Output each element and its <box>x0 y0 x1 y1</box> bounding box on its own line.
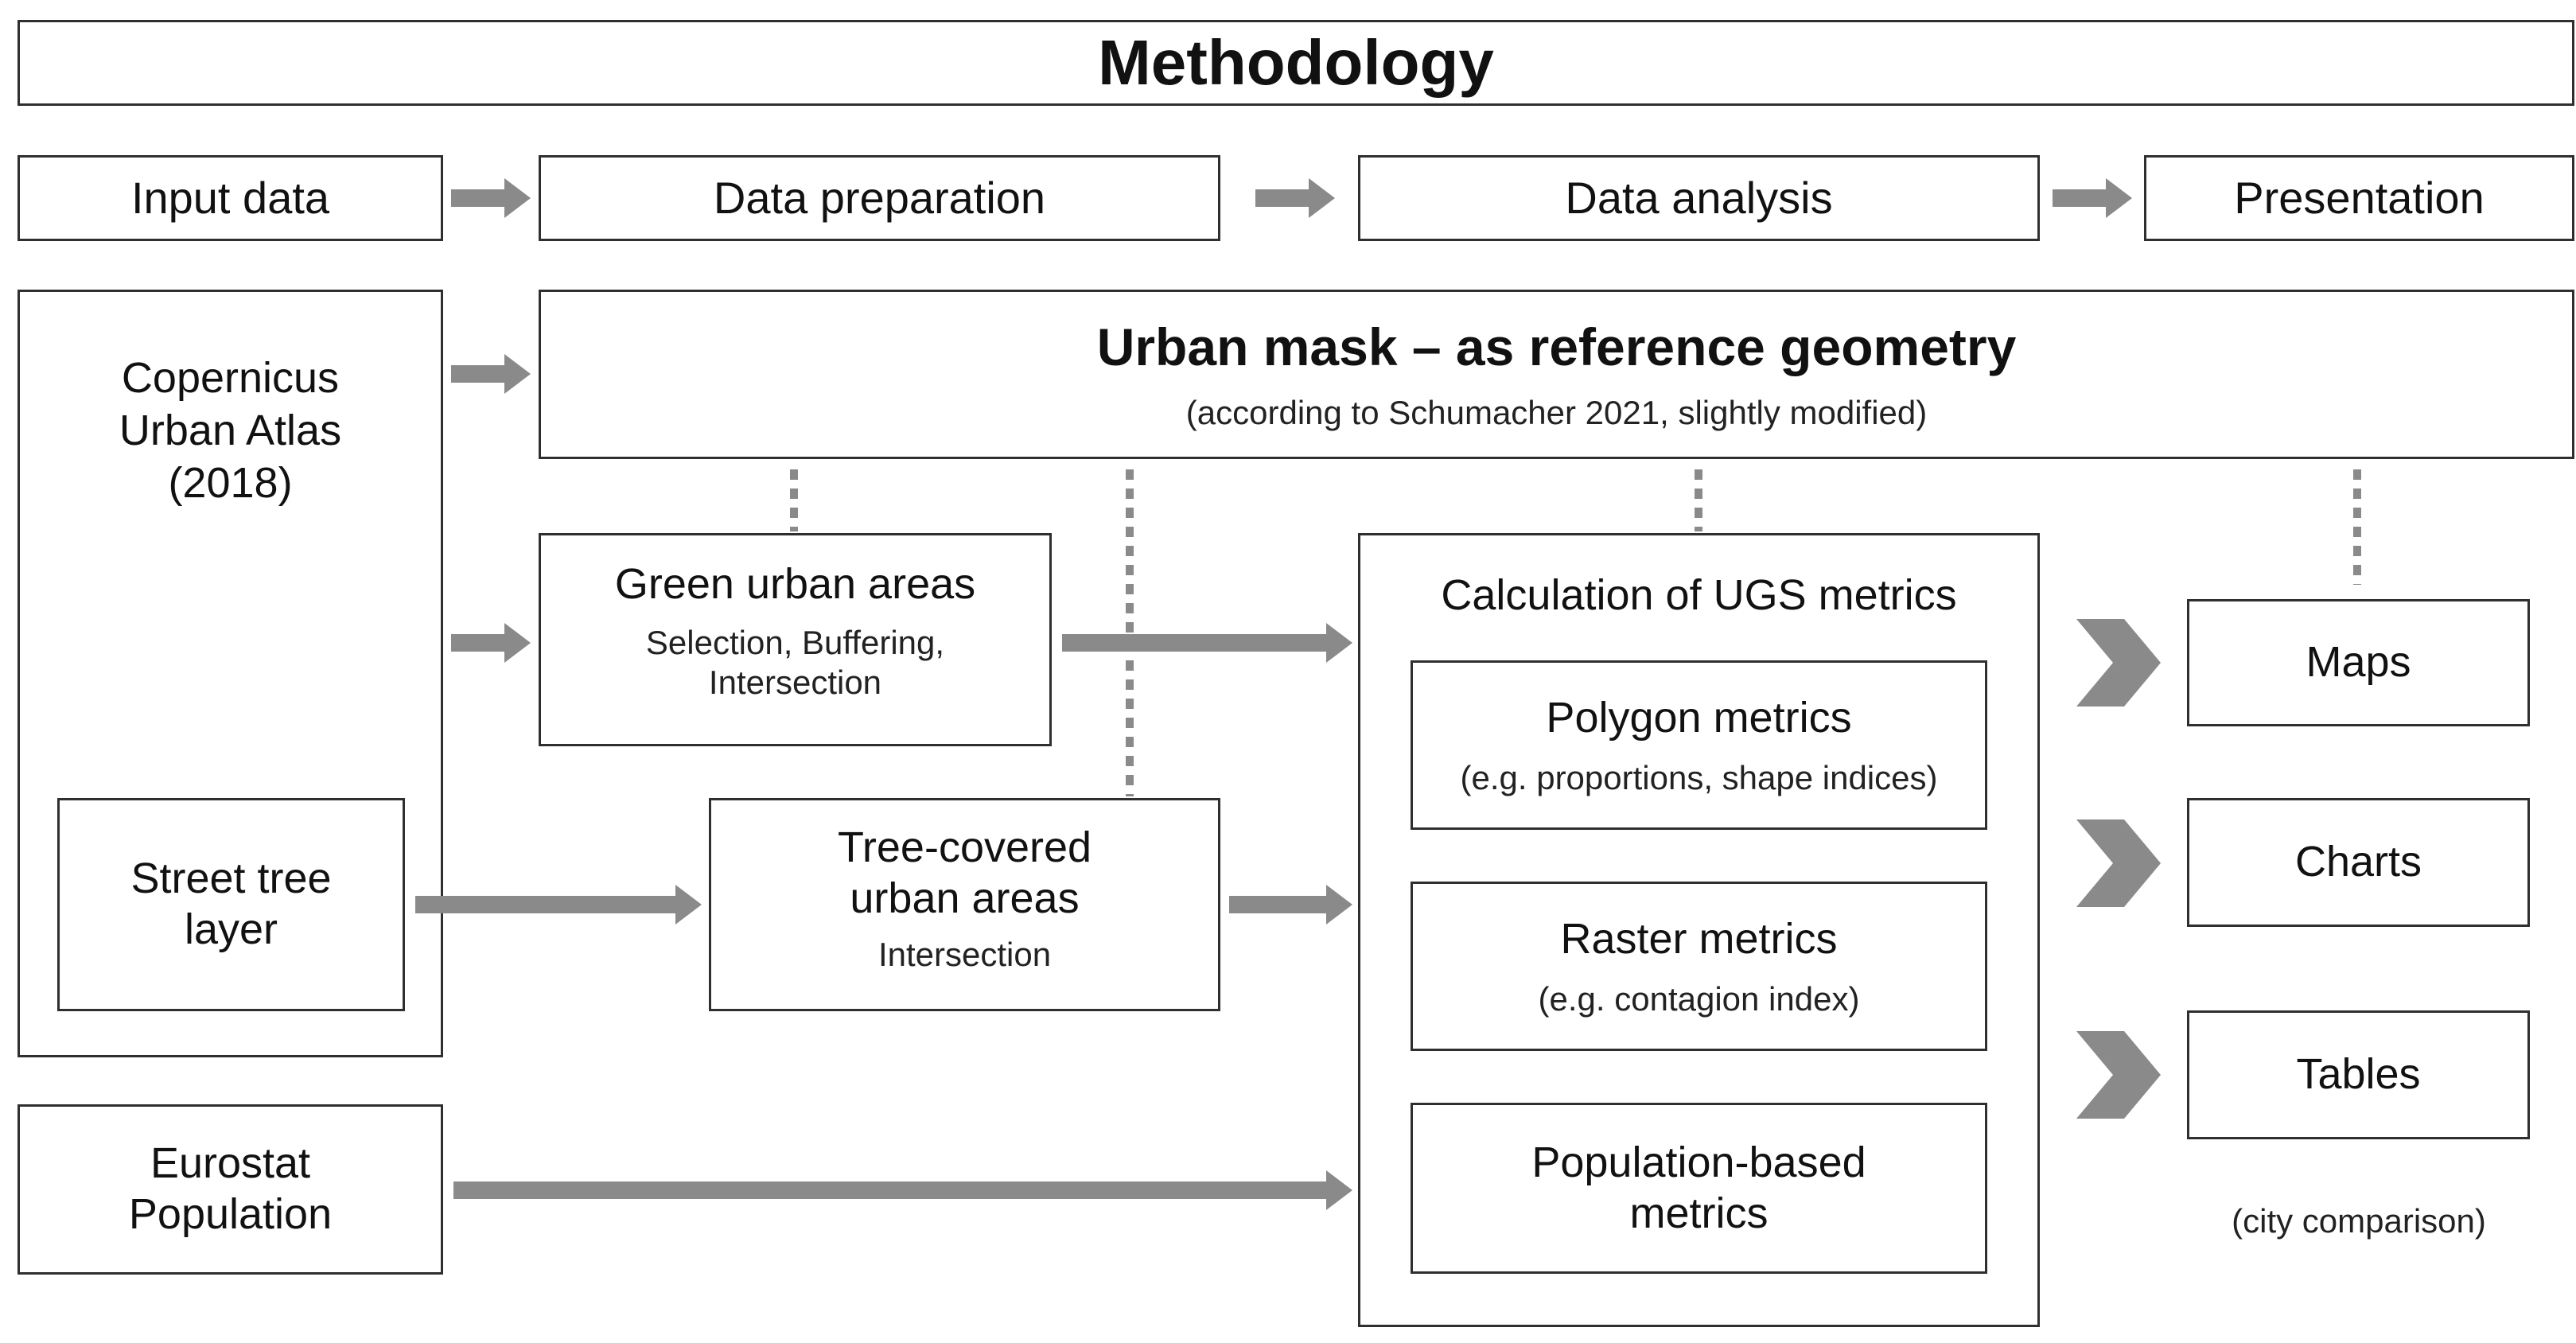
chevron-to-tables <box>2076 1031 2161 1119</box>
green-urban-areas-title: Green urban areas <box>614 560 976 608</box>
eurostat-population-box: Eurostat Population <box>18 1104 443 1275</box>
charts-box: Charts <box>2187 798 2530 927</box>
methodology-title: Methodology <box>1098 26 1494 98</box>
tree-covered-urban-areas-sub: Intersection <box>877 936 1052 974</box>
ugs-metrics-title: Calculation of UGS metrics <box>1441 571 1957 619</box>
copernicus-urban-atlas-label: Copernicus Urban Atlas (2018) <box>119 354 342 507</box>
urban-mask-box: Urban mask – as reference geometry (acco… <box>539 290 2574 459</box>
maps-box: Maps <box>2187 599 2530 726</box>
arrow-copernicus-to-urban-mask <box>451 354 531 394</box>
tree-covered-urban-areas-box: Tree-covered urban areas Intersection <box>709 798 1220 1011</box>
green-urban-areas-box: Green urban areas Selection, Buffering, … <box>539 533 1052 746</box>
chevron-to-maps <box>2076 619 2161 707</box>
population-based-metrics-title: Population-based metrics <box>1531 1138 1866 1237</box>
eurostat-population-label: Eurostat Population <box>128 1139 333 1238</box>
tree-covered-urban-areas-title: Tree-covered urban areas <box>837 823 1092 922</box>
polygon-metrics-title: Polygon metrics <box>1546 693 1852 742</box>
stage-arrow-input-to-preparation <box>451 178 531 218</box>
population-based-metrics-box: Population-based metrics <box>1411 1103 1987 1274</box>
charts-label: Charts <box>2294 838 2422 886</box>
tables-box: Tables <box>2187 1010 2530 1139</box>
street-tree-layer-box: Street tree layer <box>57 798 405 1011</box>
stage-data-preparation: Data preparation <box>539 155 1220 241</box>
raster-metrics-box: Raster metrics (e.g. contagion index) <box>1411 882 1987 1051</box>
arrow-street-tree-to-tree-covered <box>415 885 702 925</box>
raster-metrics-title: Raster metrics <box>1560 914 1838 963</box>
stage-presentation-label: Presentation <box>2234 172 2485 223</box>
tables-label: Tables <box>2296 1050 2421 1099</box>
raster-metrics-sub: (e.g. contagion index) <box>1538 979 1860 1018</box>
polygon-metrics-sub: (e.g. proportions, shape indices) <box>1460 758 1938 796</box>
stage-input-data: Input data <box>18 155 443 241</box>
stage-data-preparation-label: Data preparation <box>713 172 1046 223</box>
arrow-copernicus-to-green-areas <box>451 623 531 663</box>
stage-arrow-analysis-to-presentation <box>2053 178 2132 218</box>
stage-input-data-label: Input data <box>130 172 330 223</box>
stage-arrow-preparation-to-analysis <box>1255 178 1335 218</box>
methodology-title-box: Methodology <box>18 20 2574 106</box>
polygon-metrics-box: Polygon metrics (e.g. proportions, shape… <box>1411 660 1987 830</box>
stage-presentation: Presentation <box>2144 155 2574 241</box>
green-urban-areas-sub: Selection, Buffering, Intersection <box>645 623 945 702</box>
urban-mask-note: (according to Schumacher 2021, slightly … <box>1185 393 1928 431</box>
city-comparison-note: (city comparison) <box>2148 1201 2570 1241</box>
arrow-eurostat-to-analysis <box>453 1170 1352 1210</box>
city-comparison-note-label: (city comparison) <box>2232 1202 2486 1240</box>
arrow-tree-covered-to-analysis <box>1229 885 1352 925</box>
chevron-to-charts <box>2076 819 2161 907</box>
stage-data-analysis-label: Data analysis <box>1565 172 1833 223</box>
arrow-green-areas-to-analysis <box>1062 623 1352 663</box>
maps-label: Maps <box>2306 638 2411 687</box>
stage-data-analysis: Data analysis <box>1358 155 2040 241</box>
urban-mask-title: Urban mask – as reference geometry <box>1096 317 2017 376</box>
street-tree-layer-label: Street tree layer <box>130 854 332 953</box>
